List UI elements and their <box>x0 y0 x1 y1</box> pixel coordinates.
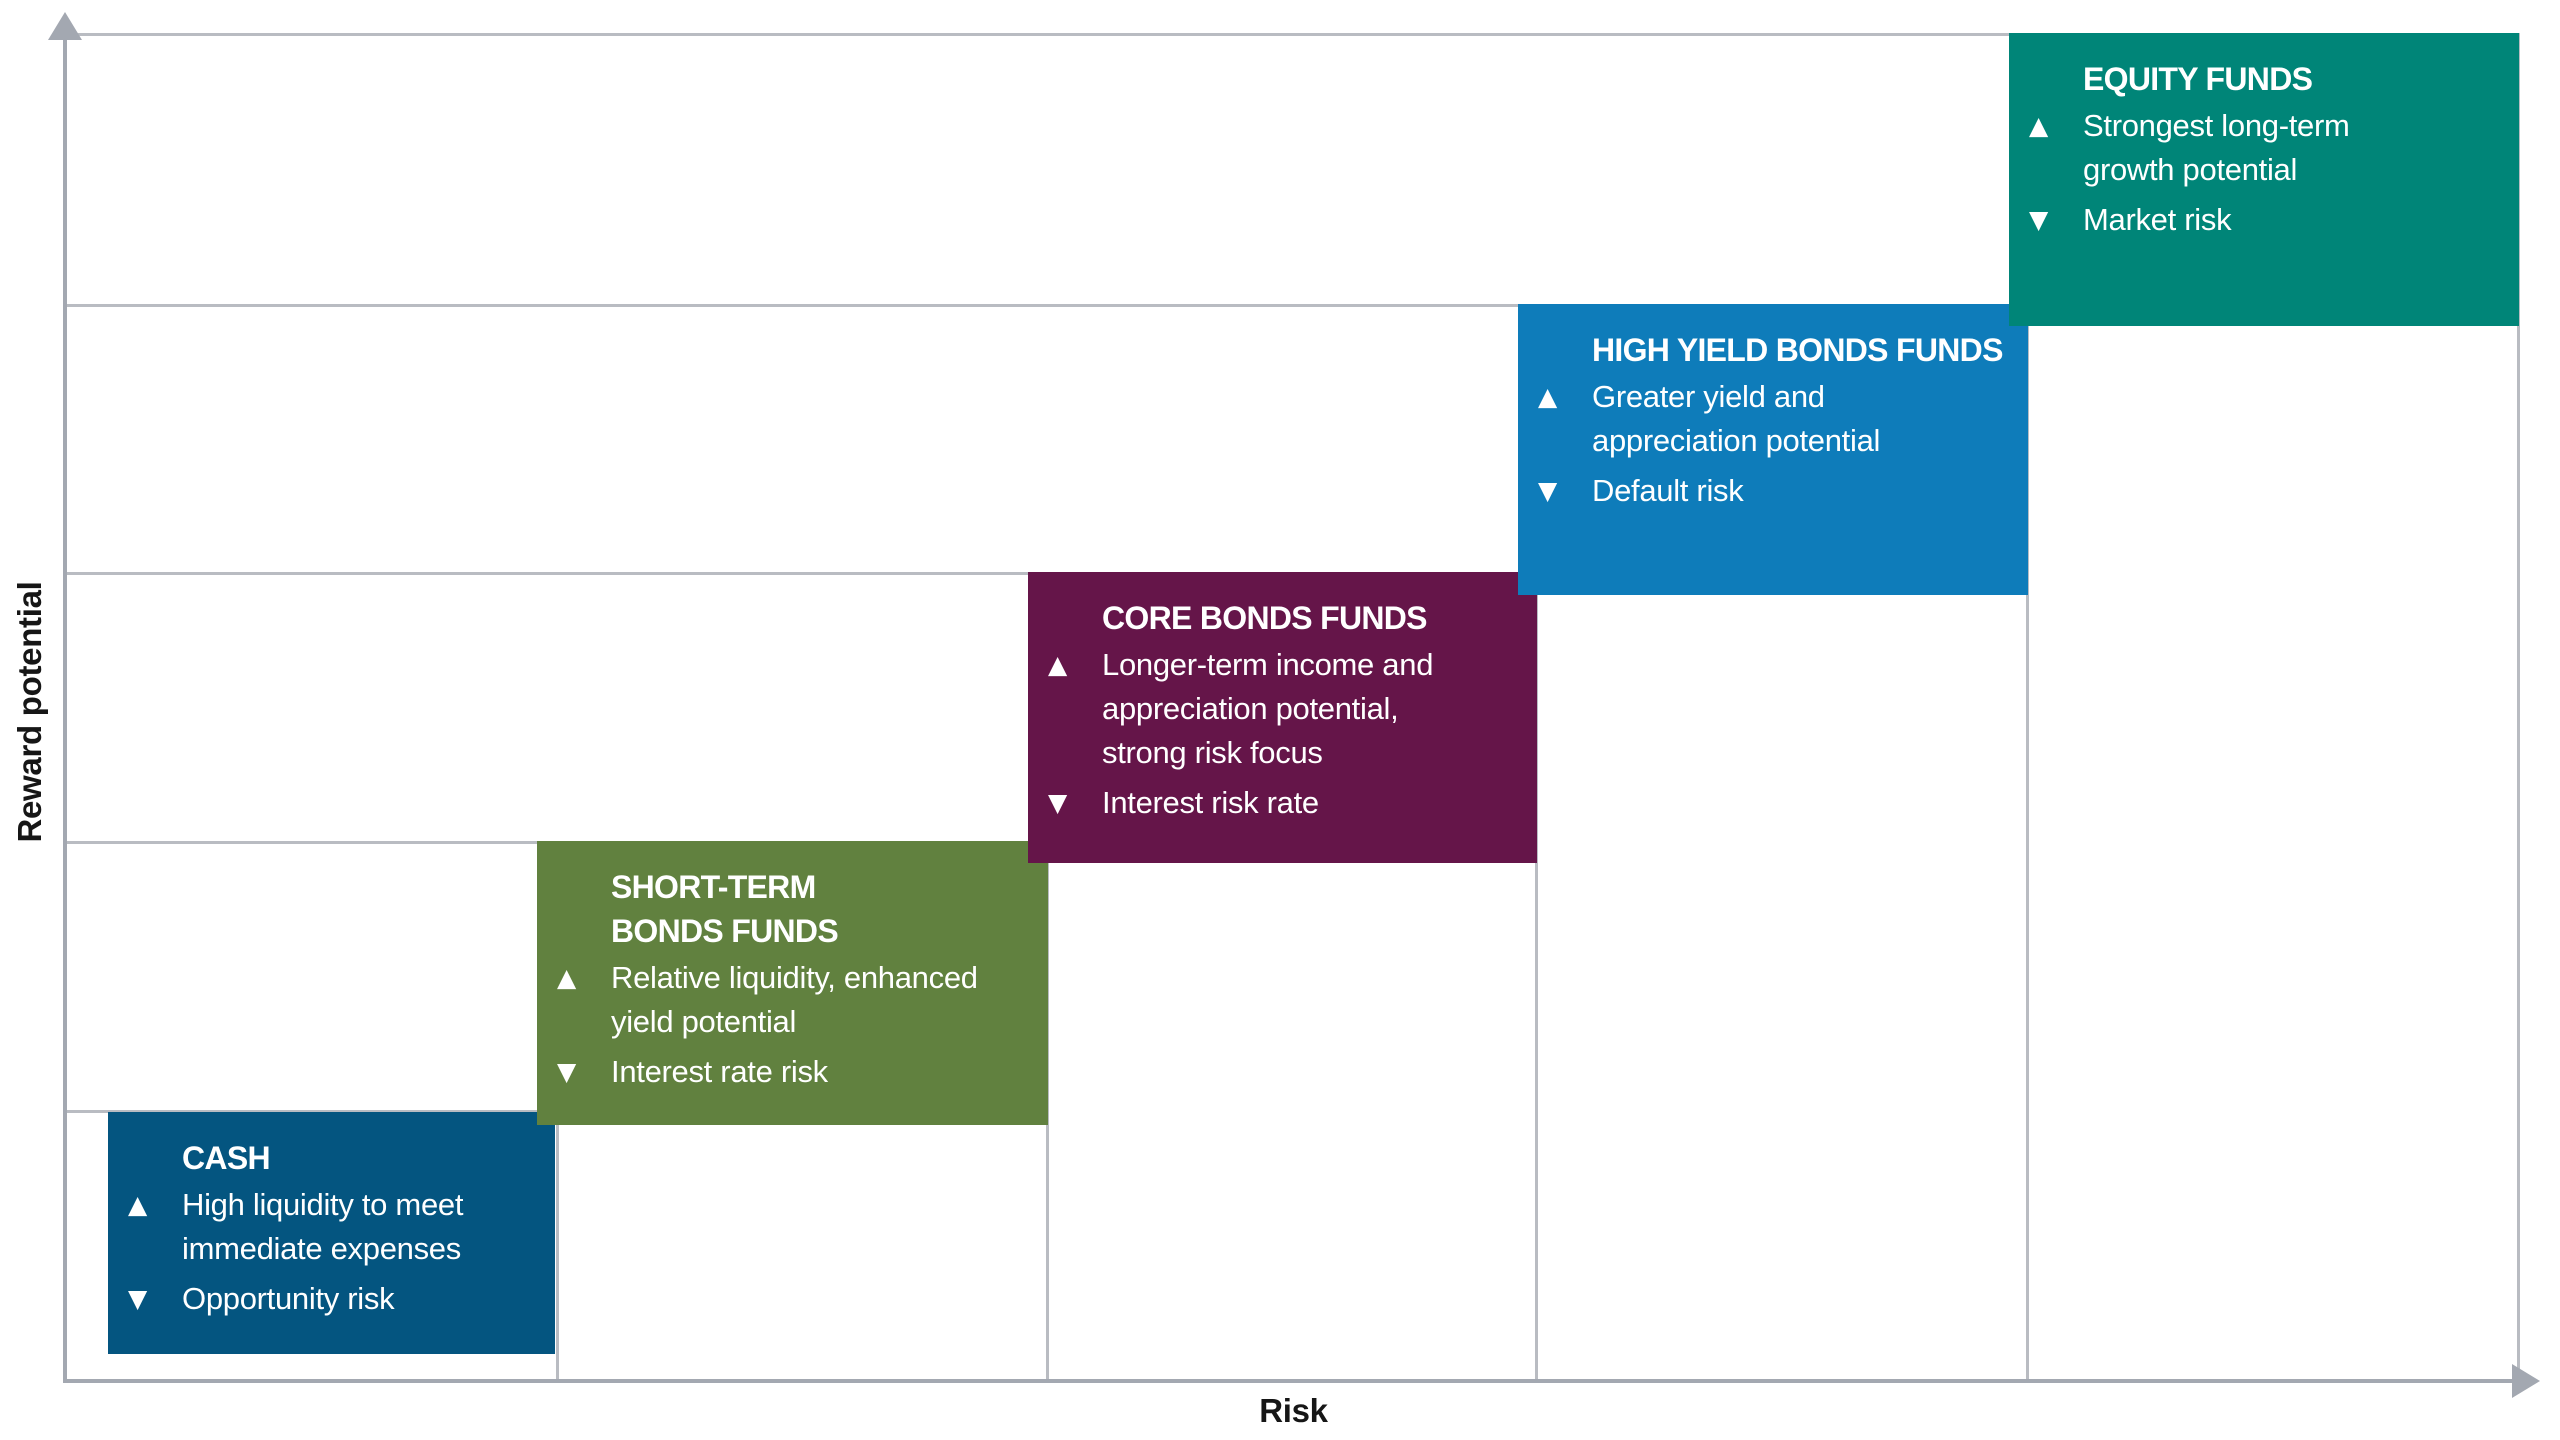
down-triangle-icon: ▼ <box>1538 476 1558 505</box>
fund-benefit-text: High liquidity to meet immediate expense… <box>182 1187 464 1266</box>
x-axis-label: Risk <box>1259 1392 1328 1429</box>
y-axis-label: Reward potential <box>11 581 48 843</box>
fund-risk-text: Interest risk rate <box>1102 785 1319 820</box>
fund-title: EQUITY FUNDS <box>2083 61 2313 97</box>
fund-benefit-row: ▲ Strongest long-term growth potential <box>2029 104 2505 192</box>
down-triangle-icon: ▼ <box>557 1057 577 1086</box>
fund-box-core-bonds: CORE BONDS FUNDS ▲ Longer-term income an… <box>1028 572 1537 863</box>
fund-risk-text: Market risk <box>2083 202 2232 237</box>
fund-box-high-yield-bonds: HIGH YIELD BONDS FUNDS ▲ Greater yield a… <box>1518 304 2028 595</box>
fund-risk-row: ▼ Default risk <box>1538 469 2014 513</box>
fund-risk-row: ▼ Interest risk rate <box>1048 781 1523 825</box>
fund-box-cash: CASH ▲ High liquidity to meet immediate … <box>108 1112 555 1354</box>
up-triangle-icon: ▲ <box>1538 382 1558 411</box>
fund-benefit-text: Longer-term income and appreciation pote… <box>1102 647 1434 770</box>
up-triangle-icon: ▲ <box>1048 650 1068 679</box>
fund-benefit-text: Greater yield and appreciation potential <box>1592 379 1881 458</box>
up-triangle-icon: ▲ <box>557 963 577 992</box>
fund-risk-row: ▼ Market risk <box>2029 198 2505 242</box>
up-triangle-icon: ▲ <box>128 1190 148 1219</box>
fund-benefit-row: ▲ High liquidity to meet immediate expen… <box>128 1183 541 1271</box>
fund-benefit-text: Relative liquidity, enhanced yield poten… <box>611 960 978 1039</box>
x-axis-line <box>63 1379 2524 1383</box>
fund-risk-row: ▼ Opportunity risk <box>128 1277 541 1321</box>
gridline-horizontal-top <box>63 33 2519 36</box>
fund-benefit-row: ▲ Greater yield and appreciation potenti… <box>1538 375 2014 463</box>
up-triangle-icon: ▲ <box>2029 111 2049 140</box>
fund-benefit-row: ▲ Relative liquidity, enhanced yield pot… <box>557 956 1034 1044</box>
fund-risk-text: Opportunity risk <box>182 1281 395 1316</box>
down-triangle-icon: ▼ <box>2029 205 2049 234</box>
gridline-horizontal-row1 <box>63 304 2028 307</box>
x-axis-arrow-icon <box>2512 1364 2540 1398</box>
fund-title: CASH <box>182 1140 271 1176</box>
fund-benefit-row: ▲ Longer-term income and appreciation po… <box>1048 643 1523 775</box>
fund-risk-text: Interest rate risk <box>611 1054 828 1089</box>
fund-title: HIGH YIELD BONDS FUNDS <box>1592 332 2003 368</box>
gridline-horizontal-row2 <box>63 572 1537 575</box>
fund-risk-row: ▼ Interest rate risk <box>557 1050 1034 1094</box>
fund-benefit-text: Strongest long-term growth potential <box>2083 108 2350 187</box>
down-triangle-icon: ▼ <box>1048 788 1068 817</box>
down-triangle-icon: ▼ <box>128 1284 148 1313</box>
fund-risk-text: Default risk <box>1592 473 1744 508</box>
y-axis-line <box>63 18 67 1383</box>
fund-title: SHORT-TERM BONDS FUNDS <box>611 869 839 949</box>
gridline-vertical-col5 <box>2517 33 2520 1380</box>
fund-title: CORE BONDS FUNDS <box>1102 600 1428 636</box>
gridline-horizontal-row4 <box>63 1110 558 1113</box>
fund-box-short-term-bonds: SHORT-TERM BONDS FUNDS ▲ Relative liquid… <box>537 841 1048 1125</box>
fund-box-equity: EQUITY FUNDS ▲ Strongest long-term growt… <box>2009 33 2519 326</box>
gridline-vertical-col4 <box>2026 304 2029 1380</box>
y-axis-arrow-icon <box>48 12 82 40</box>
gridline-vertical-col3 <box>1535 572 1538 1380</box>
gridline-vertical-col1 <box>556 1110 559 1380</box>
